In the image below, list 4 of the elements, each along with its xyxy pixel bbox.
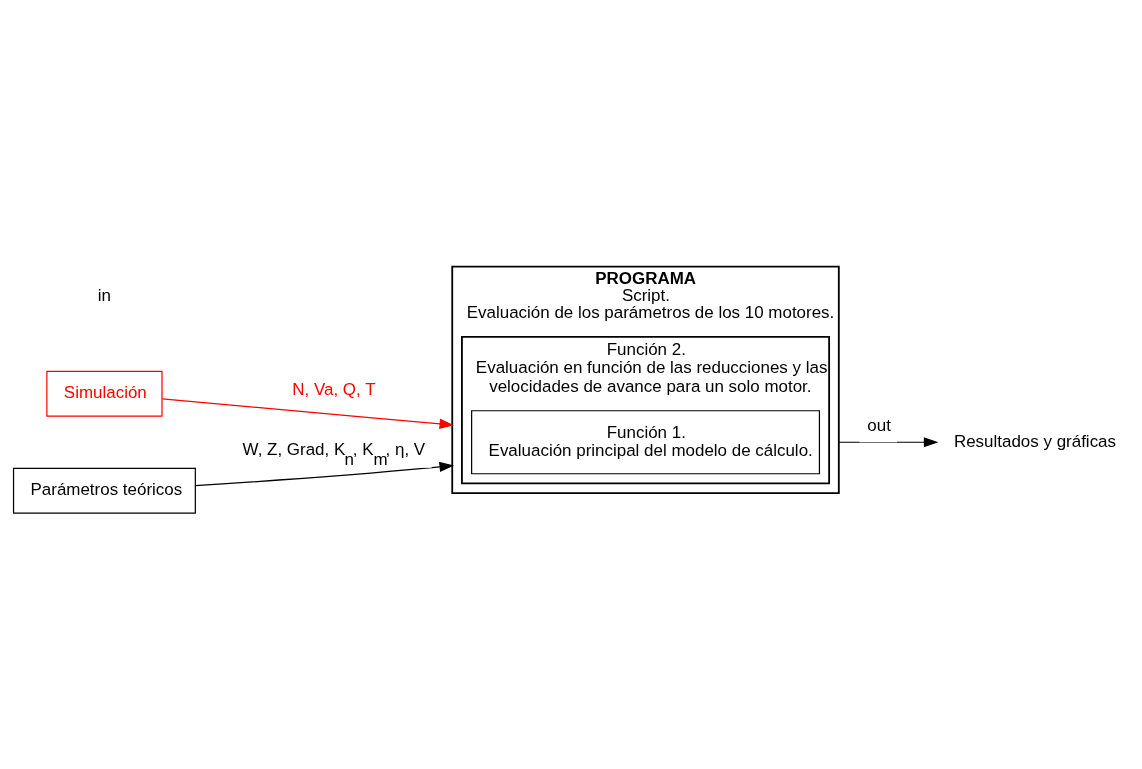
node-text: Resultados y gráficas <box>953 431 1117 451</box>
edge-label: N, Va, Q, T <box>292 379 376 399</box>
edge-label: out <box>867 415 891 435</box>
label: in <box>97 285 111 305</box>
